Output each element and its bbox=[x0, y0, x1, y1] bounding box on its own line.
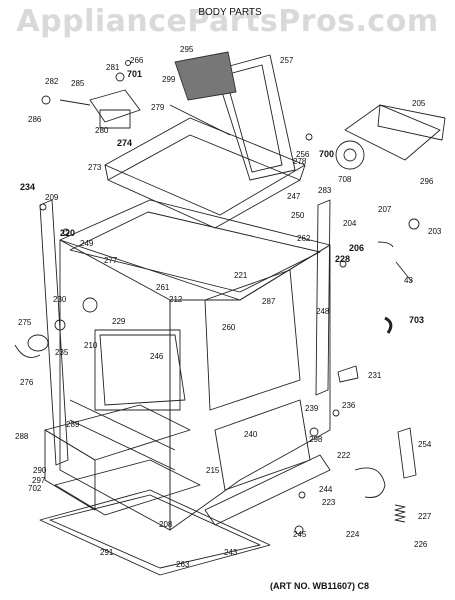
part-label-708: 708 bbox=[338, 175, 352, 184]
insulation-pad bbox=[174, 51, 237, 101]
top-panel bbox=[104, 117, 306, 229]
part-label-244: 244 bbox=[319, 485, 333, 494]
part-label-281: 281 bbox=[106, 63, 120, 72]
part-label-278: 278 bbox=[293, 157, 307, 166]
part-label-286: 286 bbox=[28, 115, 42, 124]
part-label-245: 245 bbox=[293, 530, 307, 539]
wire bbox=[14, 344, 41, 358]
part-label-227: 227 bbox=[418, 512, 432, 521]
art-number: (ART NO. WB11607) C8 bbox=[270, 581, 370, 591]
part-label-287: 287 bbox=[262, 297, 276, 306]
part-label-204: 204 bbox=[343, 219, 357, 228]
part-label-236: 236 bbox=[342, 401, 356, 410]
part-label-229: 229 bbox=[112, 317, 126, 326]
part-label-702: 702 bbox=[28, 484, 42, 493]
part-label-247: 247 bbox=[287, 192, 301, 201]
tube bbox=[384, 316, 393, 334]
part-label-212: 212 bbox=[169, 295, 183, 304]
part-label-205: 205 bbox=[412, 99, 426, 108]
part-label-230: 230 bbox=[53, 295, 67, 304]
part-label-223: 223 bbox=[322, 498, 336, 507]
part-label-262: 262 bbox=[297, 234, 311, 243]
part-label-299: 299 bbox=[162, 75, 176, 84]
part-label-215: 215 bbox=[206, 466, 220, 475]
part-label-224: 224 bbox=[346, 530, 360, 539]
part-label-280: 280 bbox=[95, 126, 109, 135]
part-label-298: 298 bbox=[309, 435, 323, 444]
small-part bbox=[41, 95, 51, 105]
lower-side-cover bbox=[214, 399, 311, 491]
part-label-260: 260 bbox=[222, 323, 236, 332]
part-label-243: 243 bbox=[224, 548, 238, 557]
part-label-256: 256 bbox=[296, 150, 310, 159]
part-label-248: 248 bbox=[316, 307, 330, 316]
part-label-296: 296 bbox=[420, 177, 434, 186]
part-label-275: 275 bbox=[18, 318, 32, 327]
left-side-panel bbox=[39, 199, 69, 466]
part-label-226: 226 bbox=[414, 540, 428, 549]
part-label-43: 43 bbox=[404, 276, 413, 285]
part-label-228: 228 bbox=[335, 254, 351, 264]
part-label-277: 277 bbox=[104, 256, 118, 265]
blower-motor bbox=[335, 140, 365, 170]
clip bbox=[337, 365, 359, 383]
part-label-254: 254 bbox=[418, 440, 432, 449]
part-label-207: 207 bbox=[378, 205, 392, 214]
part-label-235: 235 bbox=[55, 348, 69, 357]
part-label-208: 208 bbox=[159, 520, 173, 529]
diagram-title: BODY PARTS bbox=[198, 7, 262, 18]
part-label-250: 250 bbox=[291, 211, 305, 220]
watermark: AppliancePartsPros.com bbox=[16, 4, 439, 39]
part-label-283: 283 bbox=[318, 186, 332, 195]
kick-panel bbox=[204, 454, 331, 526]
part-label-276: 276 bbox=[20, 378, 34, 387]
part-label-290: 290 bbox=[33, 466, 47, 475]
part-label-282: 282 bbox=[45, 77, 59, 86]
part-label-288: 288 bbox=[15, 432, 29, 441]
right-side-panel bbox=[315, 199, 331, 396]
part-label-274: 274 bbox=[117, 138, 133, 148]
part-label-231: 231 bbox=[368, 371, 382, 380]
rail bbox=[169, 104, 231, 136]
part-label-222: 222 bbox=[337, 451, 351, 460]
part-label-240: 240 bbox=[244, 430, 258, 439]
part-label-701: 701 bbox=[127, 69, 143, 79]
rear-panel bbox=[344, 104, 446, 161]
part-label-263: 263 bbox=[176, 560, 190, 569]
part-label-249: 249 bbox=[80, 239, 94, 248]
part-label-297: 297 bbox=[32, 476, 46, 485]
vent-duct bbox=[214, 54, 296, 181]
part-label-203: 203 bbox=[428, 227, 442, 236]
part-label-220: 220 bbox=[60, 228, 76, 238]
part-label-206: 206 bbox=[349, 243, 365, 253]
oven-cabinet bbox=[59, 199, 331, 531]
part-label-210: 210 bbox=[84, 341, 98, 350]
part-label-700: 700 bbox=[319, 149, 335, 159]
knob bbox=[27, 334, 49, 352]
bracket bbox=[397, 427, 417, 479]
storage-drawer bbox=[44, 404, 201, 516]
part-label-234: 234 bbox=[20, 182, 36, 192]
part-label-273: 273 bbox=[88, 163, 102, 172]
part-label-221: 221 bbox=[234, 271, 248, 280]
part-label-295: 295 bbox=[180, 45, 194, 54]
part-label-289: 289 bbox=[66, 420, 80, 429]
burner-assembly bbox=[59, 89, 141, 129]
ignitor bbox=[377, 241, 394, 248]
part-label-257: 257 bbox=[280, 56, 294, 65]
part-label-261: 261 bbox=[156, 283, 170, 292]
part-label-266: 266 bbox=[130, 56, 144, 65]
part-label-291: 291 bbox=[100, 548, 114, 557]
part-label-285: 285 bbox=[71, 79, 85, 88]
part-label-703: 703 bbox=[409, 315, 425, 325]
part-label-209: 209 bbox=[45, 193, 59, 202]
part-label-279: 279 bbox=[151, 103, 165, 112]
spring bbox=[394, 504, 406, 523]
part-label-246: 246 bbox=[150, 352, 164, 361]
hinge-arm bbox=[354, 467, 386, 498]
bottom-tray bbox=[39, 489, 271, 576]
part-label-239: 239 bbox=[305, 404, 319, 413]
